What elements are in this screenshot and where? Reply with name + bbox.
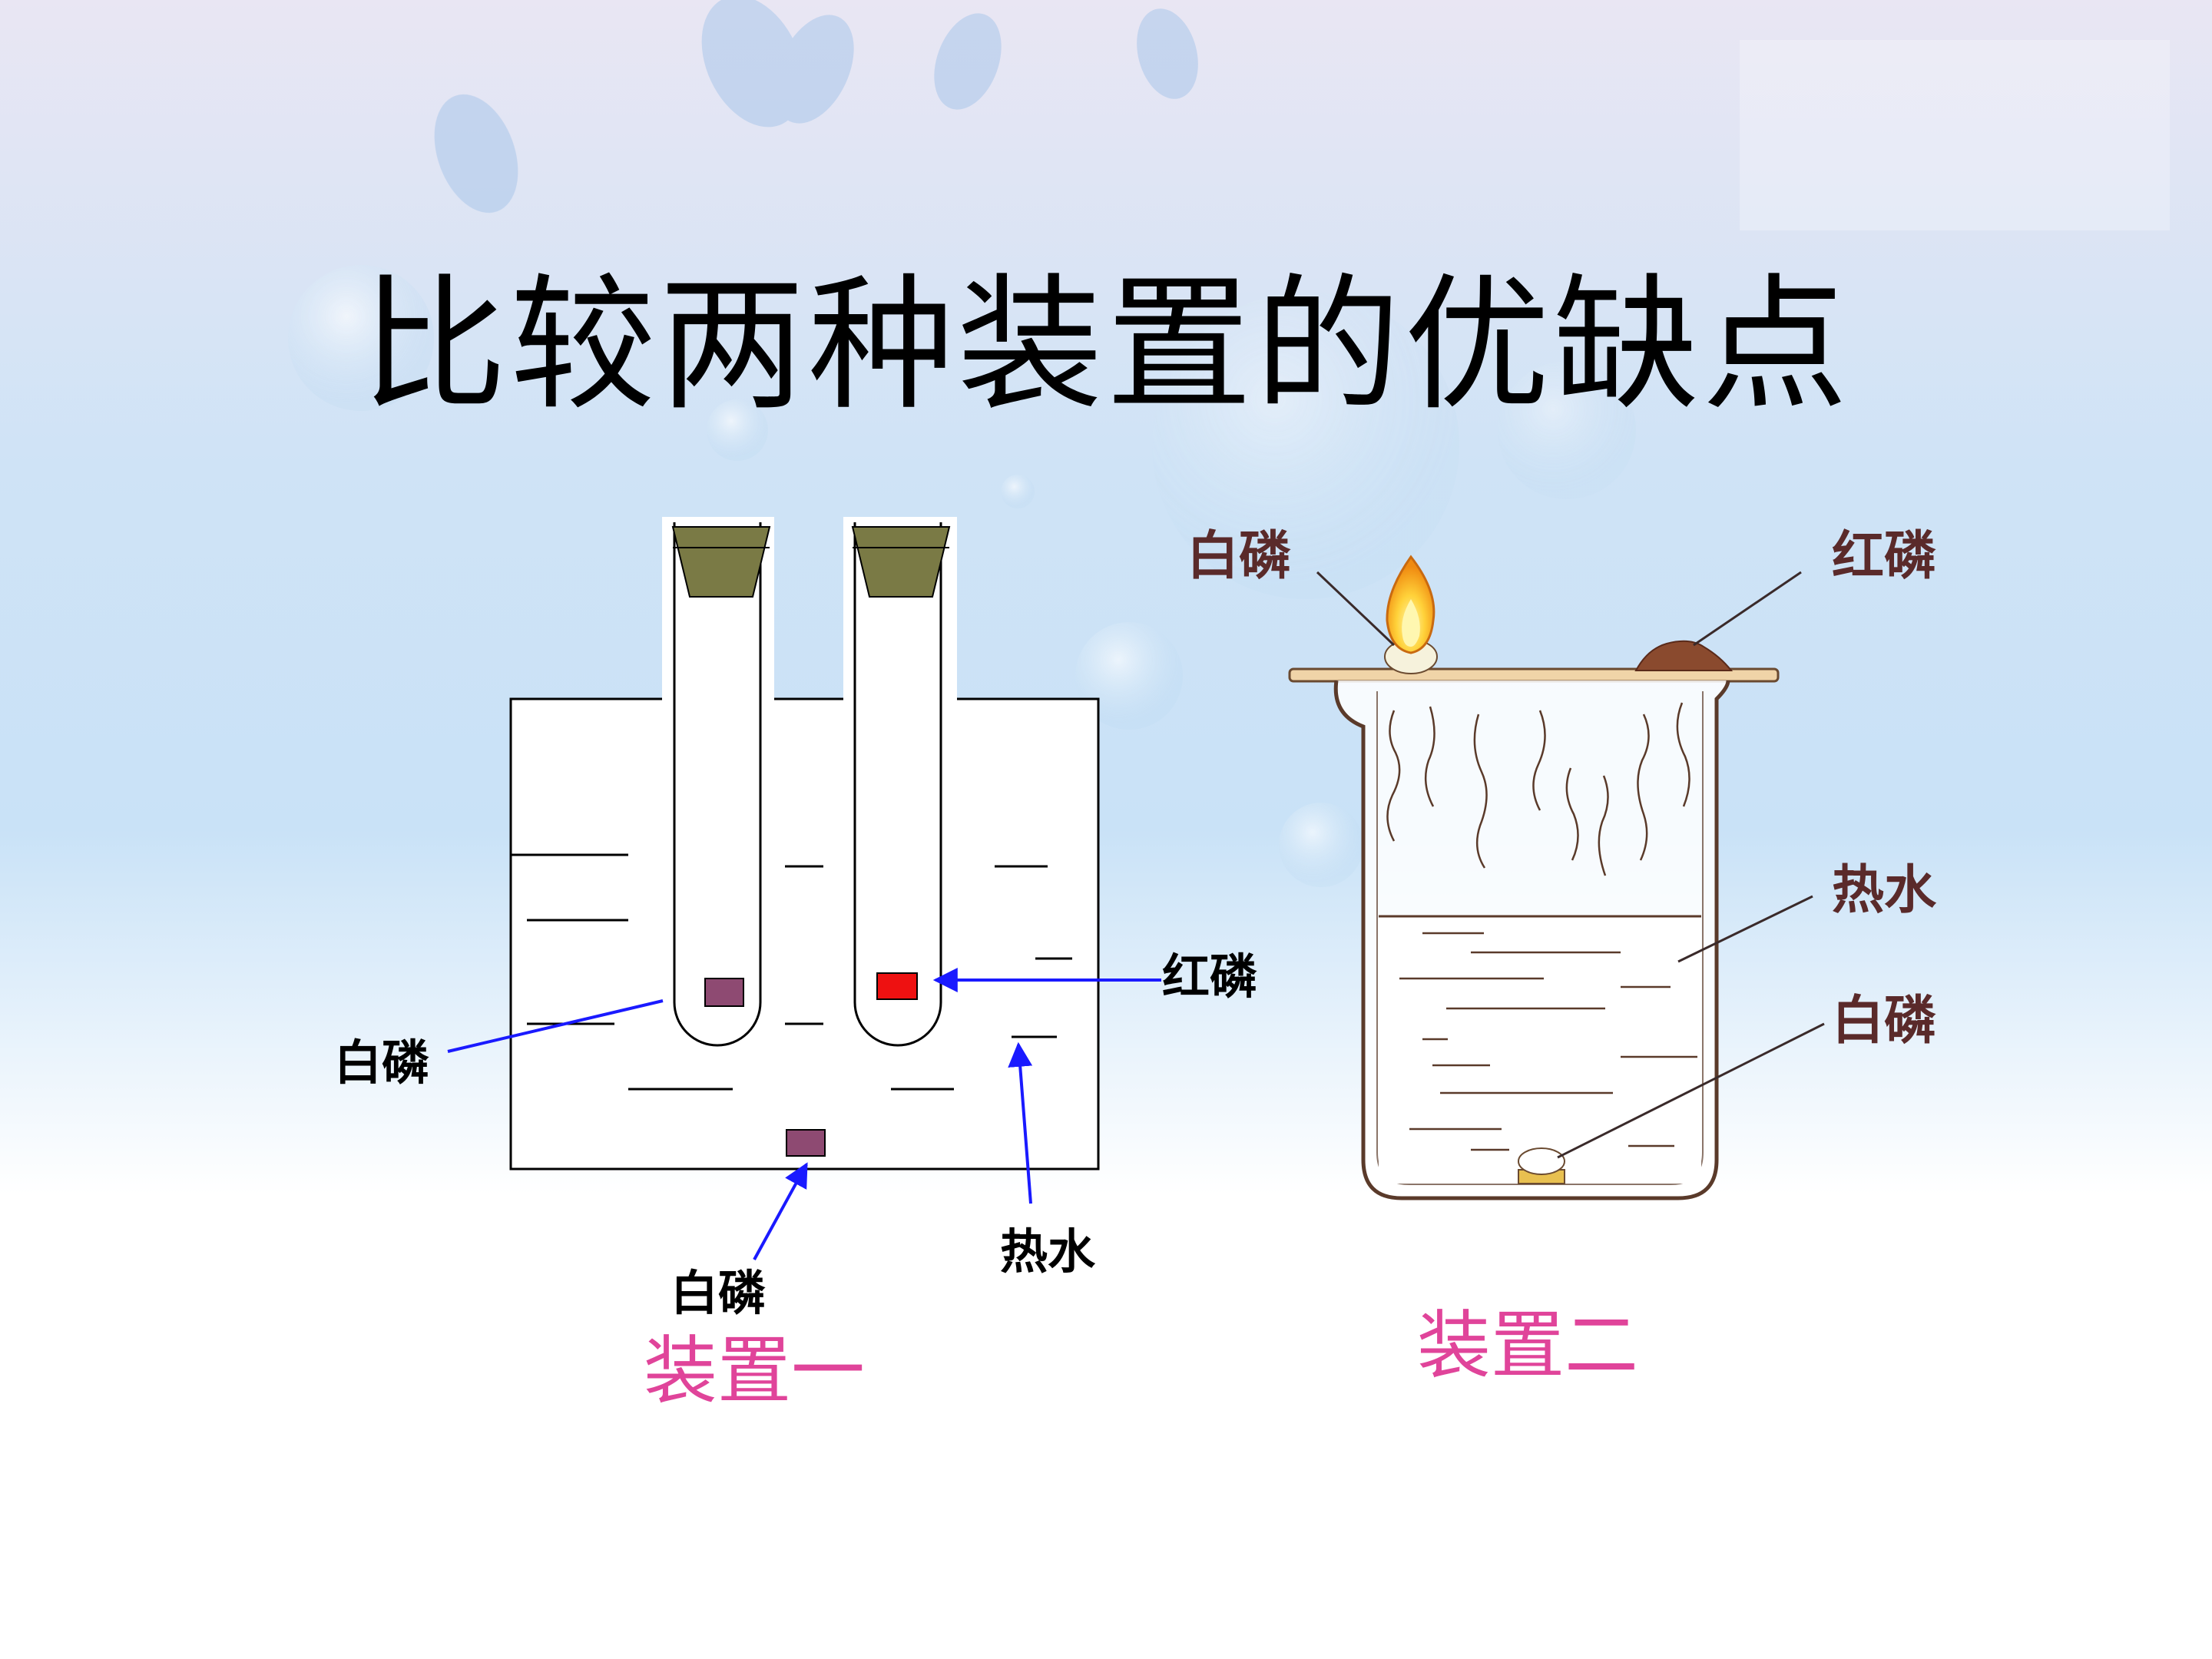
label-white-phosphorus-plate: 白磷 <box>1187 525 1291 587</box>
stopper-left <box>671 526 771 598</box>
bubble-decor <box>288 265 1636 887</box>
leader-red-phosphorus-plate <box>1693 571 1802 647</box>
stopper-right <box>851 526 951 598</box>
beaker-1 <box>509 697 1100 1171</box>
white-phosphorus-water-2 <box>1518 1147 1565 1175</box>
apparatus-2: 白磷 红磷 热水 白磷 装置二 <box>1187 525 1937 1389</box>
label-red-phosphorus-1: 红磷 <box>1162 949 1257 1005</box>
water-lines-2 <box>1399 932 1697 1151</box>
red-phosphorus-pile <box>1634 640 1734 671</box>
slide-title: 比较两种装置的优缺点 <box>360 260 1851 430</box>
arrow-hot-water-1 <box>1008 1041 1033 1204</box>
steam-wisps <box>1386 702 1690 876</box>
label-hot-water-1: 热水 <box>1000 1224 1096 1280</box>
white-phosphorus-chip-water <box>786 1129 826 1157</box>
leader-hot-water-2 <box>1677 895 1813 963</box>
test-tube-right <box>843 517 957 1047</box>
leader-white-phosphorus-water-2 <box>1557 1022 1825 1159</box>
caption-apparatus-1: 装置一 <box>644 1328 865 1414</box>
white-phosphorus-chip-tube <box>704 978 744 1007</box>
red-phosphorus-chip <box>876 972 918 1000</box>
butterfly-decor <box>434 0 1198 214</box>
leader-white-phosphorus-plate <box>1316 571 1396 647</box>
label-hot-water-2: 热水 <box>1832 859 1937 921</box>
label-white-phosphorus-water-1: 白磷 <box>671 1265 766 1321</box>
label-red-phosphorus-2: 红磷 <box>1832 525 1936 587</box>
caption-apparatus-2: 装置二 <box>1417 1303 1638 1389</box>
arrow-white-phosphorus-water <box>753 1162 808 1260</box>
leader-white-phosphorus-tube <box>447 999 664 1053</box>
hot-water-2 <box>1379 915 1701 1184</box>
label-white-phosphorus-tube: 白磷 <box>334 1035 429 1091</box>
label-white-phosphorus-water-2: 白磷 <box>1832 990 1936 1051</box>
test-tube-left <box>662 517 774 1047</box>
water-lines-1 <box>511 853 1072 1091</box>
apparatus-1: 白磷 红磷 热水 白磷 装置一 <box>334 517 1257 1414</box>
